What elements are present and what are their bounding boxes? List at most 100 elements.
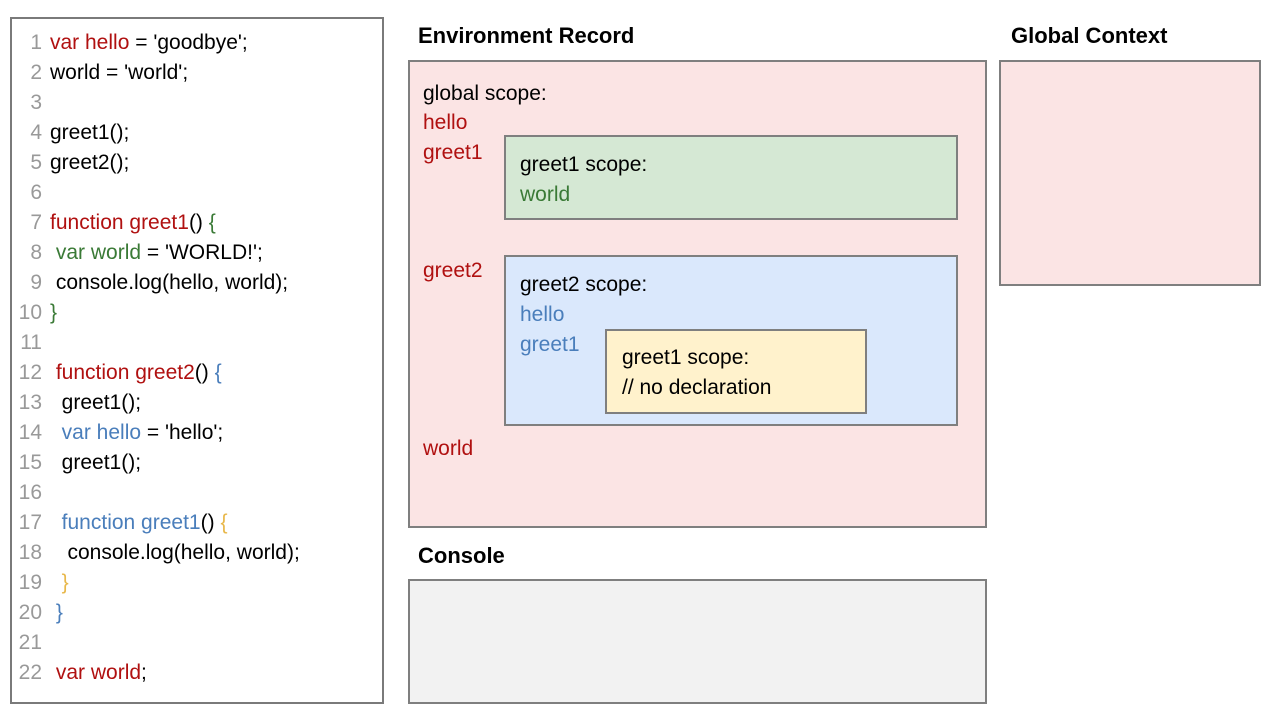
code-line-text: var world;	[50, 658, 147, 688]
code-token: var world	[55, 661, 142, 684]
greet1-scope-box: greet1 scope: world	[504, 135, 958, 220]
line-number: 11	[20, 331, 42, 354]
code-token: }	[61, 571, 69, 594]
line-number: 19	[18, 571, 42, 594]
line-number: 4	[30, 121, 42, 144]
code-line: 18 console.log(hello, world);	[12, 538, 382, 568]
line-number: 22	[18, 661, 42, 684]
line-number: 14	[18, 421, 42, 444]
code-line: 1 var hello = 'goodbye';	[12, 28, 382, 58]
code-line-text: var world = 'WORLD!';	[50, 238, 263, 268]
global-binding-greet1: greet1	[423, 141, 483, 164]
global-binding-world: world	[423, 437, 474, 460]
code-token: ()	[194, 361, 215, 384]
greet2-scope-box: greet2 scope: hello greet1 greet1 scope:…	[504, 255, 958, 426]
global-context-box	[999, 60, 1261, 286]
console-output-box[interactable]	[408, 579, 987, 704]
console-title: Console	[418, 543, 505, 568]
line-number: 1	[30, 31, 42, 54]
code-line: 13 greet1();	[12, 388, 382, 418]
code-line: 20 }	[12, 598, 382, 628]
line-number: 20	[18, 601, 42, 624]
code-line: 21	[12, 628, 382, 658]
code-token	[50, 511, 62, 534]
line-number: 5	[30, 151, 42, 174]
line-number: 16	[18, 481, 42, 504]
code-line: 22 var world;	[12, 658, 382, 688]
code-token: {	[208, 211, 216, 234]
code-line-text: greet1();	[50, 118, 129, 148]
code-line-text: function greet2() {	[50, 358, 222, 388]
environment-record-box: global scope: hello greet1 greet2 world …	[408, 60, 987, 528]
code-token	[50, 571, 62, 594]
line-number: 7	[30, 211, 42, 234]
line-number: 18	[18, 541, 42, 564]
code-line: 4 greet1();	[12, 118, 382, 148]
greet2-scope-label: greet2 scope:	[520, 273, 648, 296]
line-number: 3	[30, 91, 42, 114]
code-line-text: greet2();	[50, 148, 129, 178]
code-token: var hello	[50, 31, 130, 54]
line-number: 15	[18, 451, 42, 474]
code-line-text: }	[50, 598, 63, 628]
line-number: 13	[18, 391, 42, 414]
code-line: 11	[12, 328, 382, 358]
code-token	[50, 421, 62, 444]
code-line: 5 greet2();	[12, 148, 382, 178]
code-token: console.log(hello, world);	[50, 271, 289, 294]
code-line-text: }	[50, 568, 69, 598]
greet2-binding-hello: hello	[520, 303, 565, 326]
code-line-text: function greet1() {	[50, 508, 228, 538]
code-token: ()	[200, 511, 221, 534]
line-number: 9	[30, 271, 42, 294]
code-line: 8 var world = 'WORLD!';	[12, 238, 382, 268]
global-binding-greet2: greet2	[423, 259, 483, 282]
code-line: 6	[12, 178, 382, 208]
code-line: 16	[12, 478, 382, 508]
line-number: 21	[18, 631, 42, 654]
code-line: 9 console.log(hello, world);	[12, 268, 382, 298]
code-line: 3	[12, 88, 382, 118]
code-token: greet1();	[50, 121, 130, 144]
code-line: 19 }	[12, 568, 382, 598]
code-token: ()	[188, 211, 209, 234]
code-line-text: }	[50, 298, 57, 328]
code-token: world = 'world';	[50, 61, 189, 84]
greet1-scope-label: greet1 scope:	[520, 153, 648, 176]
code-token: }	[50, 301, 58, 324]
code-token: greet1();	[50, 451, 142, 474]
code-line: 12 function greet2() {	[12, 358, 382, 388]
code-token: var hello	[61, 421, 142, 444]
greet1-inner-scope-note: // no declaration	[622, 376, 772, 399]
code-line-text: var hello = 'hello';	[50, 418, 224, 448]
code-line-text: console.log(hello, world);	[50, 268, 288, 298]
code-line: 7 function greet1() {	[12, 208, 382, 238]
line-number: 10	[18, 301, 42, 324]
code-token: ;	[141, 661, 147, 684]
code-token: {	[220, 511, 228, 534]
greet1-binding-world: world	[520, 183, 571, 206]
code-token: function greet1	[61, 511, 201, 534]
code-token: = 'hello';	[141, 421, 224, 444]
greet1-inner-scope-label: greet1 scope:	[622, 346, 750, 369]
greet2-binding-greet1: greet1	[520, 333, 580, 356]
code-token: function greet2	[55, 361, 195, 384]
code-line: 17 function greet1() {	[12, 508, 382, 538]
code-line-text: world = 'world';	[50, 58, 188, 88]
code-line-text: function greet1() {	[50, 208, 216, 238]
code-token: function greet1	[50, 211, 189, 234]
code-line-text: greet1();	[50, 388, 141, 418]
code-token: {	[214, 361, 222, 384]
code-token: var world	[55, 241, 142, 264]
code-line-text: greet1();	[50, 448, 141, 478]
line-number: 17	[18, 511, 42, 534]
code-line-text: var hello = 'goodbye';	[50, 28, 248, 58]
code-token: = 'WORLD!';	[141, 241, 263, 264]
environment-record-title: Environment Record	[418, 23, 635, 48]
code-line: 10}	[12, 298, 382, 328]
code-token: = 'goodbye';	[129, 31, 248, 54]
code-token: }	[55, 601, 63, 624]
